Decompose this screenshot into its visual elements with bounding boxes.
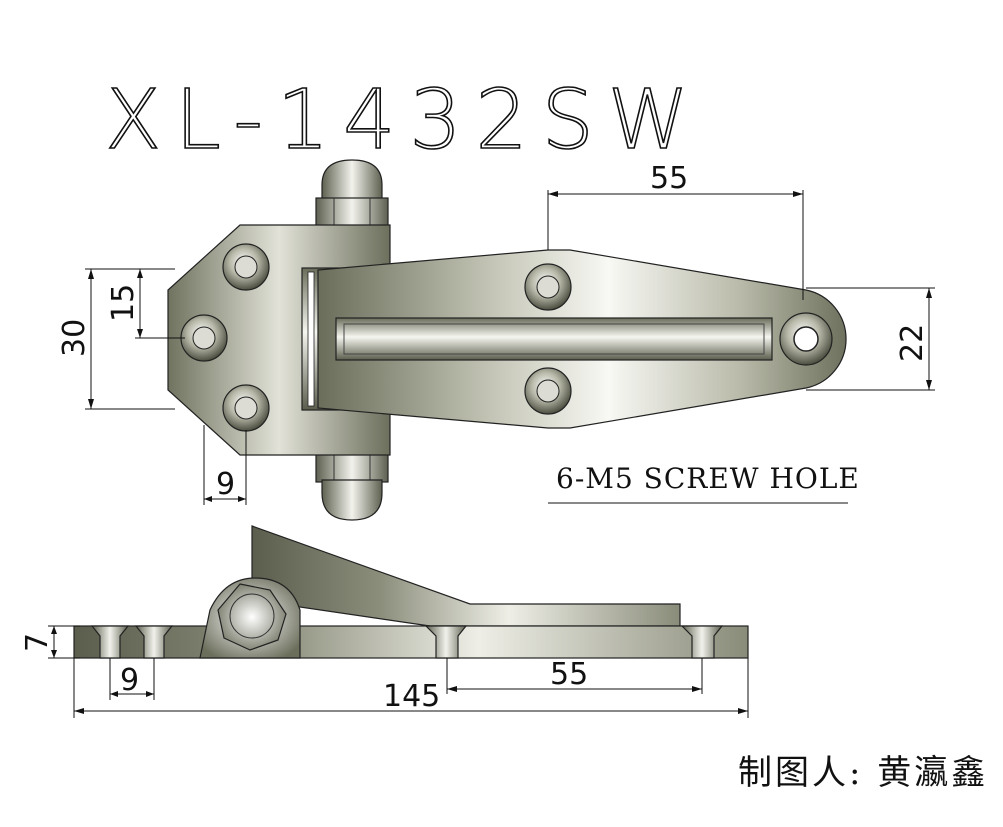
screw-hole-note: 6-M5 SCREW HOLE (556, 462, 860, 495)
countersink-hole (134, 625, 174, 659)
screw-hole (222, 243, 270, 291)
dimension-30: 30 (57, 268, 175, 410)
hex-nut (217, 583, 287, 651)
draftsman-credit: 制图人: 黄瀛鑫 (738, 753, 988, 793)
countersink-hole (680, 625, 724, 659)
dimension-9-side: 9 (109, 658, 155, 700)
dimension-label: 145 (383, 679, 440, 714)
side-view: 7 9 55 145 (20, 525, 749, 718)
countersink-hole (424, 625, 468, 659)
dimension-55-top: 55 (547, 161, 804, 300)
dimension-15: 15 (106, 268, 185, 339)
dimension-label: 15 (106, 284, 141, 322)
arm-slot (335, 317, 773, 361)
dimension-label: 7 (20, 633, 55, 652)
dimension-label: 9 (120, 663, 139, 698)
side-base-plate (73, 625, 749, 659)
dimension-label: 22 (895, 324, 930, 362)
drawing-title: XL-1432SW (105, 73, 703, 168)
dimension-55-side: 55 (446, 657, 703, 694)
screw-hole (180, 314, 228, 362)
screw-hole (222, 384, 270, 432)
pin-cap-top (315, 159, 389, 231)
pin-cap-bottom (315, 449, 389, 521)
pivot-hole (779, 312, 833, 366)
top-view: 55 30 15 22 (57, 159, 935, 521)
dimension-9-top: 9 (203, 425, 247, 505)
side-arm (251, 525, 681, 627)
screw-hole (524, 263, 572, 311)
dimension-7: 7 (20, 625, 80, 659)
dimension-22: 22 (806, 287, 935, 391)
dimension-label: 9 (216, 467, 235, 502)
screw-hole (524, 367, 572, 415)
dimension-label: 55 (650, 161, 688, 196)
dimension-label: 30 (57, 319, 92, 357)
dimension-145: 145 (73, 658, 749, 718)
countersink-hole (90, 625, 130, 659)
dimension-label: 55 (550, 657, 588, 692)
